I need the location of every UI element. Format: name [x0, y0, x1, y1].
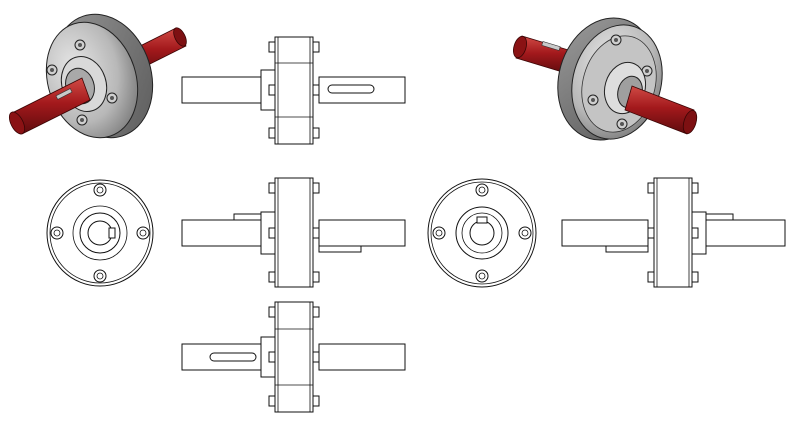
- front-view: [181, 177, 406, 288]
- keyway: [476, 216, 488, 224]
- flange-body: [274, 36, 314, 145]
- keyway-bottom: [318, 245, 362, 253]
- keyway-slot: [327, 84, 375, 94]
- shaft-right: [318, 219, 406, 247]
- shaft-rear-segment: [513, 35, 576, 75]
- top-view: [181, 36, 406, 145]
- shaft-left: [181, 219, 262, 247]
- bore: [469, 220, 495, 246]
- bottom-view: [181, 301, 406, 413]
- shaft-right: [705, 219, 786, 247]
- keyway: [108, 227, 116, 239]
- keyway-slot: [209, 352, 257, 362]
- keyway-top: [233, 213, 262, 221]
- shaft-front-segment: [8, 77, 91, 135]
- bolt-heads: [587, 34, 653, 130]
- left-end-view: [46, 179, 154, 287]
- keyway-bottom: [605, 245, 649, 253]
- rear-side-view: [561, 177, 786, 288]
- bore: [87, 220, 113, 246]
- right-end-view: [427, 178, 537, 288]
- flange-body: [274, 301, 314, 413]
- keyway-top: [705, 213, 734, 221]
- bolt-heads: [432, 183, 532, 283]
- flange-body: [653, 177, 693, 288]
- flange-body: [274, 177, 314, 288]
- bolt-heads: [268, 306, 320, 407]
- shaft-right: [318, 343, 406, 371]
- bolt-heads: [647, 182, 699, 283]
- bolt-heads: [46, 39, 118, 126]
- isometric-view-back: [513, 17, 698, 141]
- shaft-left: [561, 219, 649, 247]
- shaft-left: [181, 76, 262, 104]
- bolt-heads: [268, 182, 320, 283]
- isometric-view-front: [8, 13, 187, 139]
- bolt-heads: [50, 183, 150, 283]
- shaft-front-segment: [624, 85, 698, 135]
- bolt-heads: [268, 41, 320, 139]
